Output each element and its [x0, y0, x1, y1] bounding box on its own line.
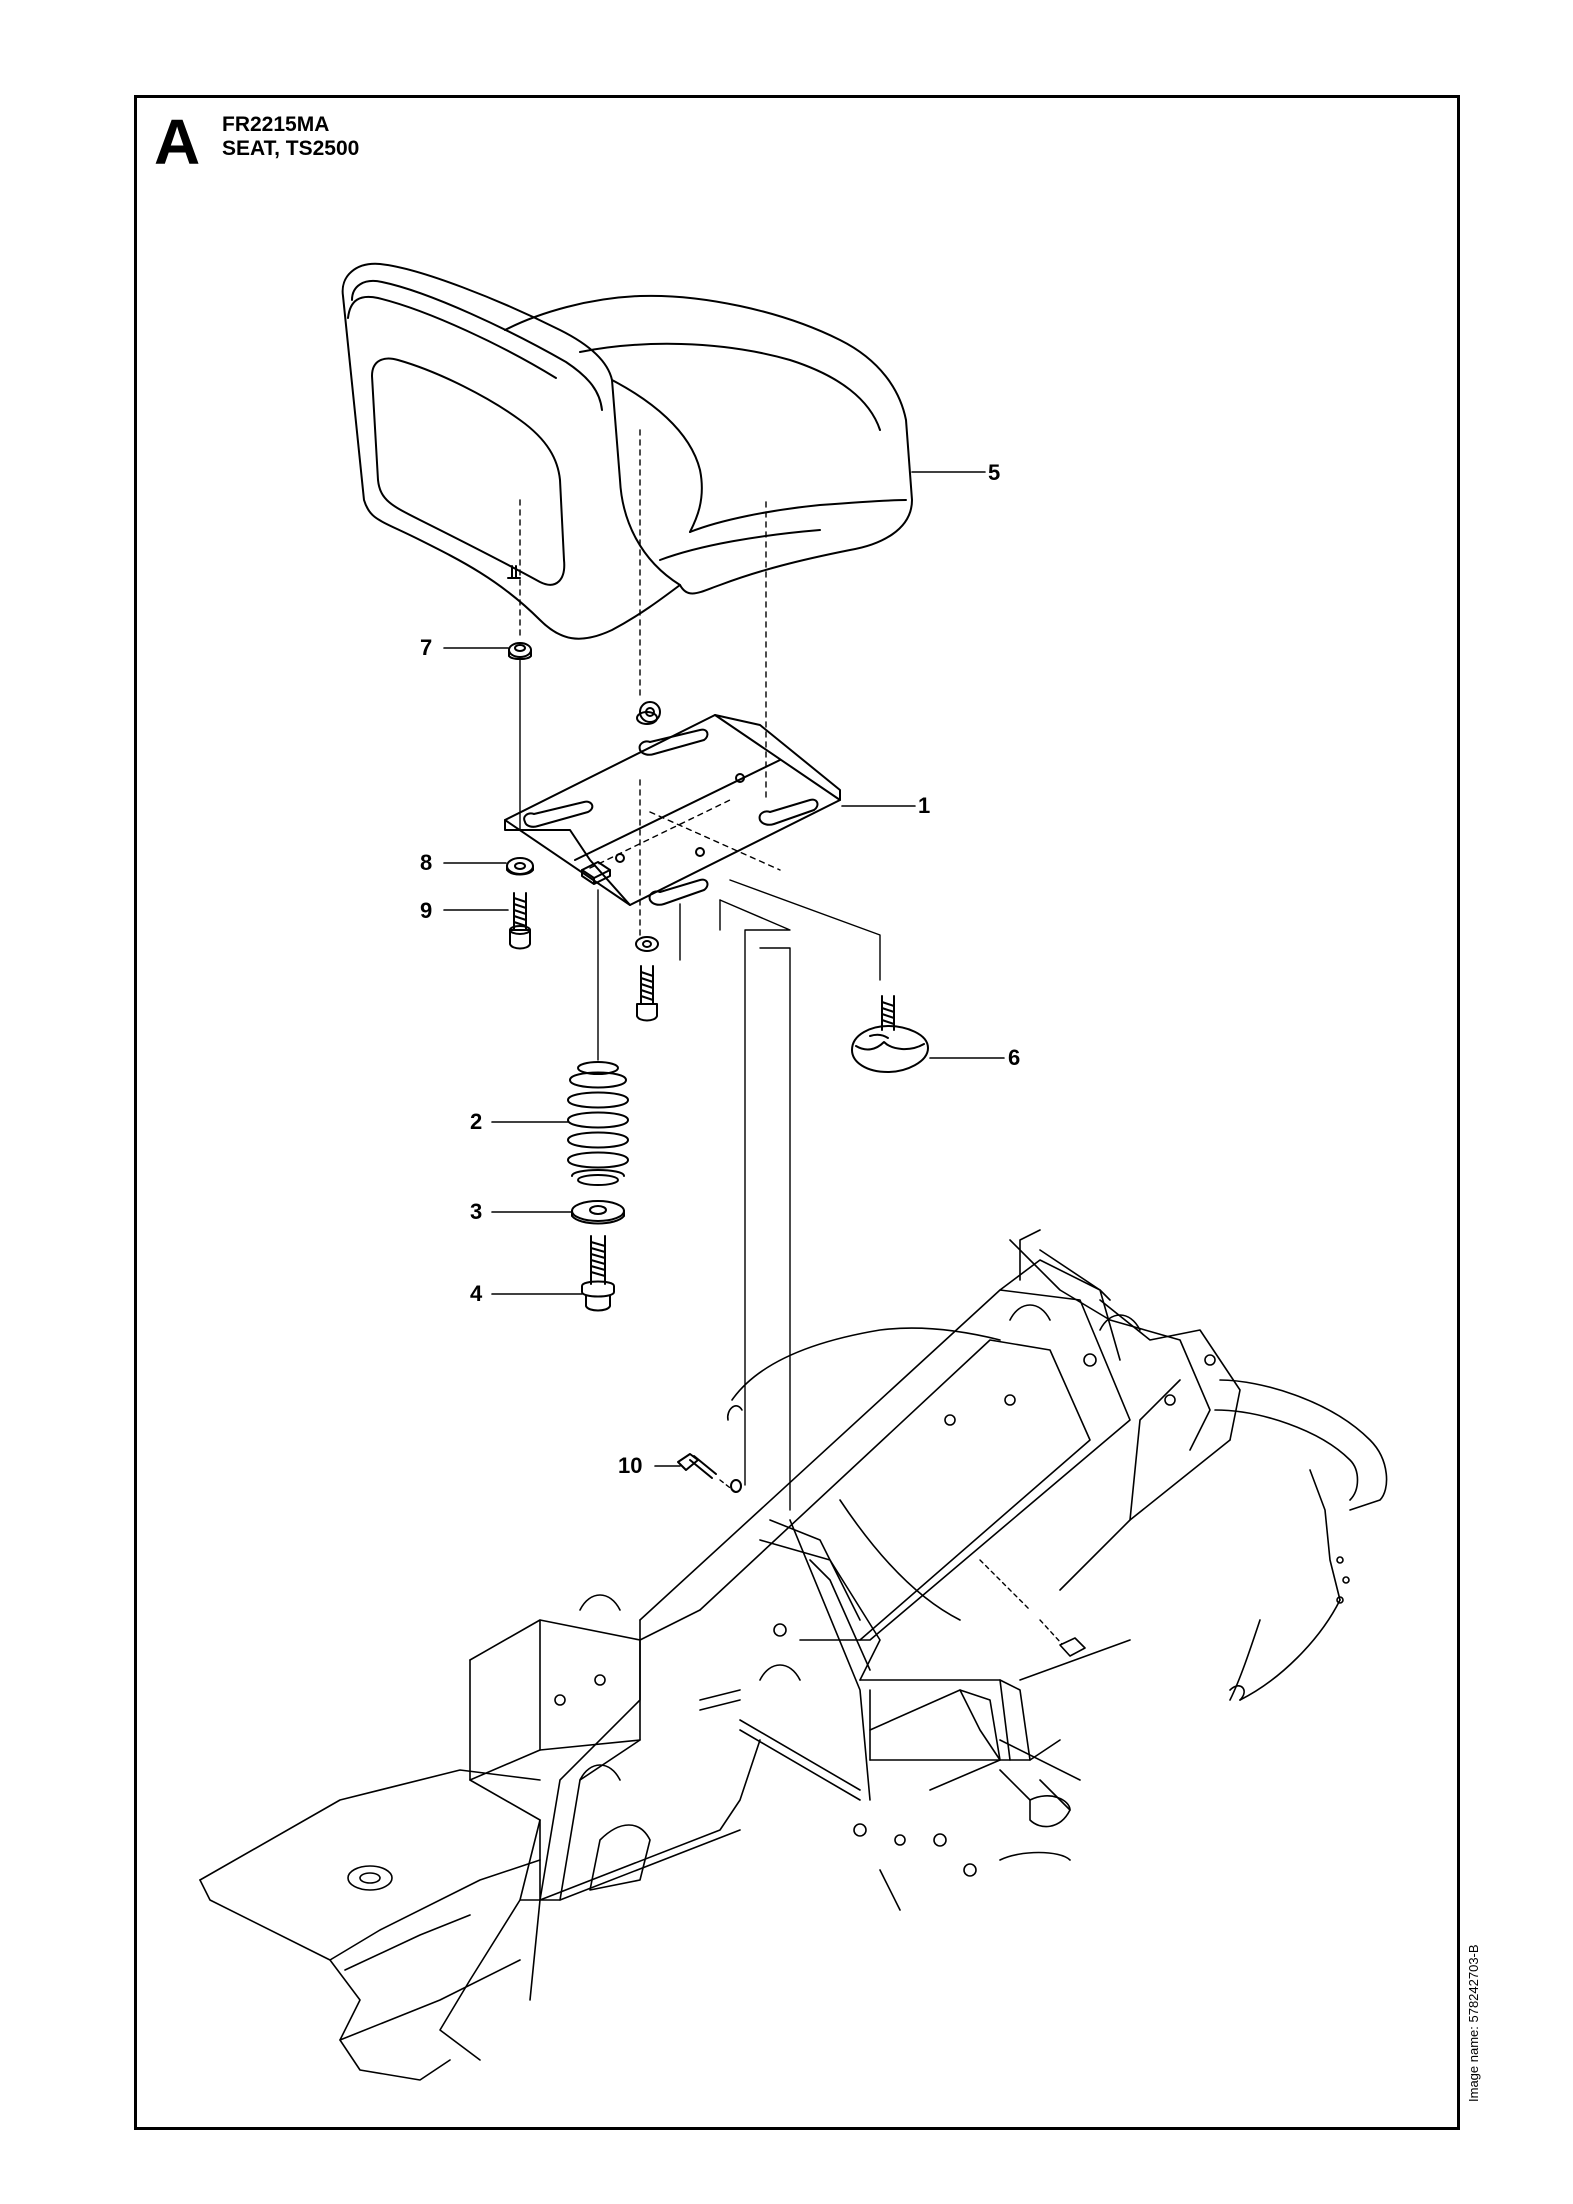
knob-drawing	[851, 995, 929, 1073]
diagram-frame	[134, 95, 1460, 2130]
callout-5: 5	[988, 460, 1001, 485]
callout-9: 9	[420, 898, 433, 923]
callout-2: 2	[470, 1109, 483, 1134]
model-code: FR2215MA	[222, 113, 330, 136]
middle-fasteners-drawing	[635, 711, 659, 1022]
callout-6: 6	[1008, 1045, 1021, 1070]
nut-drawing	[508, 642, 532, 660]
screw-10-drawing	[677, 1453, 742, 1495]
washer-3-drawing	[571, 1200, 625, 1225]
seat-plate-drawing	[504, 701, 841, 906]
callout-3: 3	[470, 1199, 483, 1224]
screw-9-drawing	[509, 892, 531, 950]
screw-4-drawing	[581, 1235, 615, 1312]
callout-7: 7	[420, 635, 433, 660]
section-letter: A	[154, 106, 201, 178]
image-name-caption: Image name: 578242703-B	[1466, 1944, 1481, 2102]
alignment-lines-seat	[519, 429, 767, 801]
washer-8-drawing	[506, 857, 534, 876]
part-title: SEAT, TS2500	[222, 137, 360, 160]
spring-drawing	[567, 1061, 629, 1186]
tractor-frame-drawing	[199, 1229, 1388, 2081]
alignment-lines-plate	[589, 779, 781, 941]
callout-10: 10	[618, 1453, 643, 1478]
callout-8: 8	[420, 850, 433, 875]
mounting-guide-lines	[679, 879, 881, 1511]
callout-1: 1	[918, 793, 931, 818]
callout-4: 4	[470, 1281, 483, 1306]
seat-drawing	[341, 262, 913, 640]
